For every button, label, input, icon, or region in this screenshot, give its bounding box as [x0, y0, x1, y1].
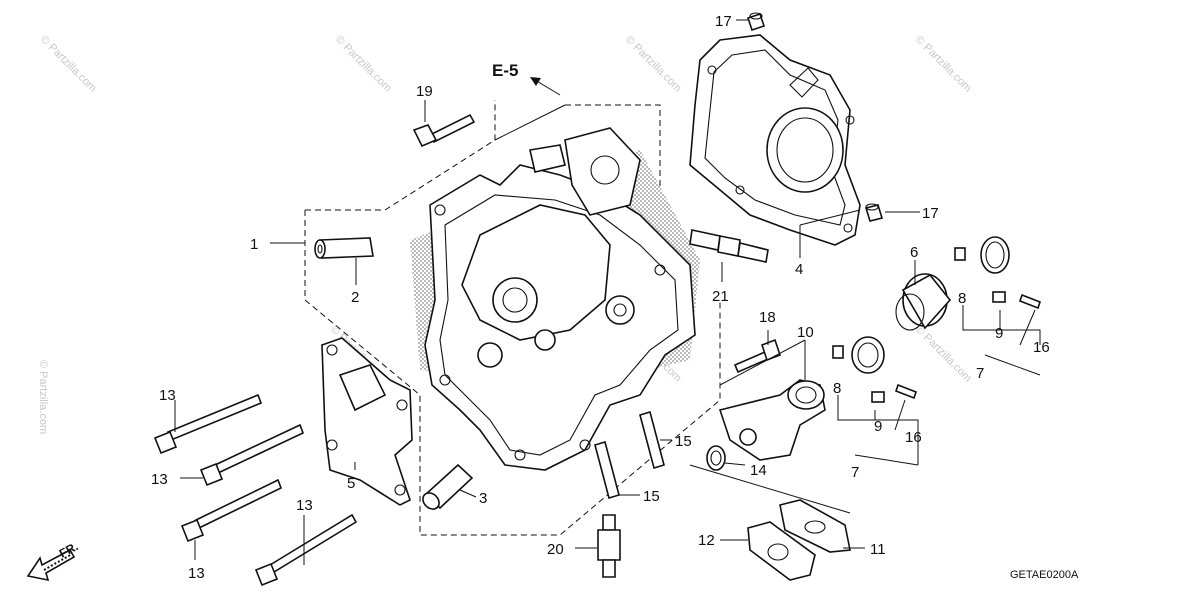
gasket-12[interactable]: [747, 521, 816, 581]
mounting-plate[interactable]: [321, 337, 413, 506]
callout-label[interactable]: 16: [1033, 339, 1050, 356]
clamp-screw-upper[interactable]: [1019, 293, 1041, 310]
watermark: © Partzilla.com: [333, 34, 394, 95]
reference-label: E-5: [492, 61, 518, 80]
callout-label[interactable]: 5: [347, 475, 355, 492]
hose-clamp-upper[interactable]: [980, 236, 1010, 274]
callout-label[interactable]: 20: [547, 541, 564, 558]
watermark: © Partzilla.com: [913, 34, 974, 95]
reference-e5: E-5: [492, 61, 561, 96]
watermark: © Partzilla.com: [913, 324, 974, 385]
callout-label[interactable]: 15: [643, 488, 660, 505]
callout-label[interactable]: 12: [698, 532, 715, 549]
clamp-nut-upper[interactable]: [954, 247, 966, 261]
callout-label[interactable]: 13: [159, 387, 176, 404]
spark-plug[interactable]: [597, 514, 621, 578]
valve-guide-upper[interactable]: [314, 237, 374, 259]
callout-label[interactable]: 9: [995, 325, 1003, 342]
long-bolt-13-a[interactable]: [153, 393, 263, 455]
callout-label[interactable]: 1: [250, 236, 258, 253]
stud-bolt-15-b[interactable]: [594, 440, 620, 500]
long-bolt-13-d[interactable]: [254, 513, 358, 587]
diagram-code: GETAE0200A: [1010, 569, 1079, 581]
callout-label[interactable]: 18: [759, 309, 776, 326]
callout-label[interactable]: 15: [675, 433, 692, 450]
head-gasket[interactable]: [689, 34, 861, 246]
callout-label[interactable]: 2: [351, 289, 359, 306]
cylinder-head[interactable]: [410, 127, 700, 471]
valve-guide-lower[interactable]: [420, 463, 474, 512]
callout-label[interactable]: 13: [296, 497, 313, 514]
flange-bolt-18[interactable]: [733, 338, 782, 374]
callout-label[interactable]: 8: [833, 380, 841, 397]
o-ring[interactable]: [706, 445, 726, 471]
leader-lines: [174, 19, 1041, 565]
watermark: © Partzilla.com: [623, 34, 684, 95]
callout-label[interactable]: 13: [188, 565, 205, 582]
long-bolt-13-c[interactable]: [180, 478, 283, 543]
watermark: © Partzilla.com: [38, 34, 99, 95]
watermark: © Partzilla.com: [37, 360, 49, 434]
flange-bolt-19[interactable]: [412, 113, 476, 148]
callout-label[interactable]: 17: [922, 205, 939, 222]
callout-label[interactable]: 19: [416, 83, 433, 100]
callout-label[interactable]: 17: [715, 13, 732, 30]
callout-labels: 1 2 3 4 5 6 7 7 8 8 9 9 10 11 12 13 13 1…: [151, 13, 1050, 582]
callout-label[interactable]: 11: [870, 541, 886, 558]
callout-label[interactable]: 7: [976, 365, 984, 382]
callout-label[interactable]: 16: [905, 429, 922, 446]
intake-pipe[interactable]: [718, 379, 826, 461]
front-direction-indicator: FR.: [26, 539, 80, 582]
clamp-screw-lower[interactable]: [895, 383, 917, 400]
hose-clamp-lower[interactable]: [851, 336, 885, 374]
callout-label[interactable]: 6: [910, 244, 918, 261]
callout-label[interactable]: 9: [874, 418, 882, 435]
long-bolt-13-b[interactable]: [199, 423, 305, 487]
collar-lower[interactable]: [871, 391, 885, 403]
callout-label[interactable]: 3: [479, 490, 487, 507]
callout-label[interactable]: 13: [151, 471, 168, 488]
intake-joint[interactable]: [895, 273, 952, 331]
insulator-11[interactable]: [779, 499, 851, 553]
stud-bolt-15-a[interactable]: [639, 410, 665, 470]
callout-label[interactable]: 4: [795, 261, 803, 278]
callout-label[interactable]: 21: [712, 288, 729, 305]
clamp-nut-lower[interactable]: [832, 345, 844, 359]
callout-label[interactable]: 8: [958, 290, 966, 307]
dowel-pin-upper[interactable]: [746, 12, 766, 32]
temperature-sensor[interactable]: [689, 229, 769, 263]
arrow-head: [530, 77, 541, 86]
callout-label[interactable]: 14: [750, 462, 767, 479]
callout-label[interactable]: 7: [851, 464, 859, 481]
dowel-pin-lower[interactable]: [864, 203, 884, 222]
callout-label[interactable]: 10: [797, 324, 814, 341]
collar-upper[interactable]: [992, 291, 1006, 303]
